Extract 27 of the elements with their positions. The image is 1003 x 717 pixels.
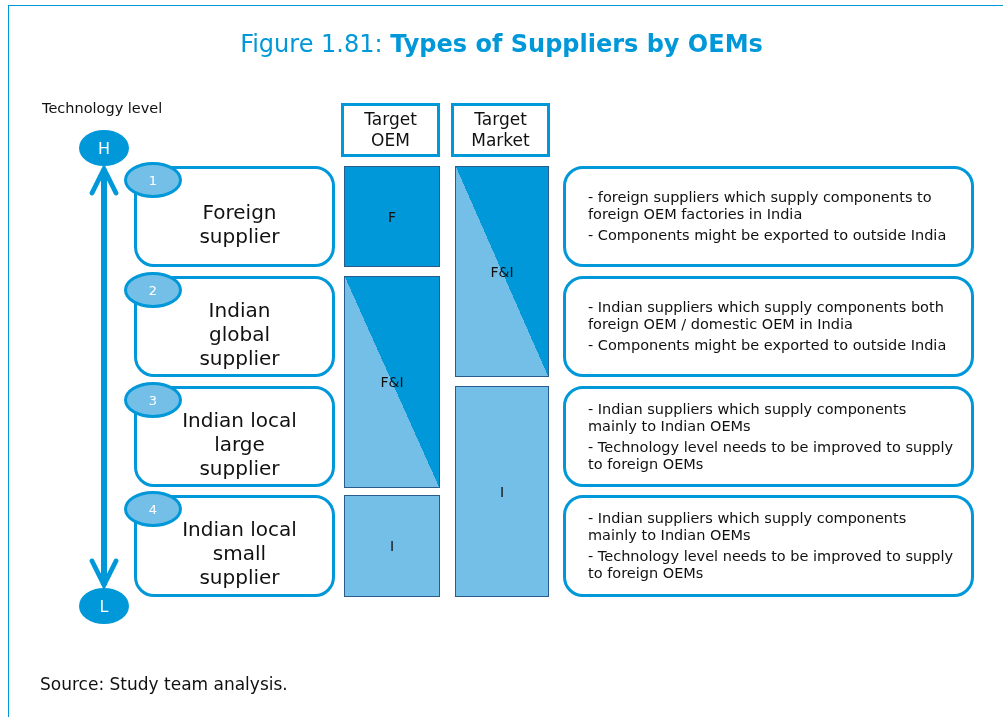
- level-oval: L: [79, 588, 129, 624]
- number-badge: 2: [124, 272, 182, 308]
- number-badge: 1: [124, 162, 182, 198]
- bullet-text: - foreign suppliers which supply components to foreign OEM factories in India: [588, 189, 933, 223]
- number-badge: 4: [124, 491, 182, 527]
- bullet-text: - Components might be exported to outside India: [588, 337, 948, 354]
- column-header: Target OEM: [341, 103, 440, 157]
- column-header: Target Market: [451, 103, 550, 157]
- description-box: [563, 276, 974, 377]
- double-arrow: [89, 166, 119, 588]
- level-oval: H: [79, 130, 129, 166]
- category-cell: I: [455, 386, 549, 597]
- bullet-text: - Technology level needs to be improved to supply to foreign OEMs: [588, 548, 955, 582]
- bullet-text: - Technology level needs to be improved to supply to foreign OEMs: [588, 438, 955, 473]
- bullet-text: - Indian suppliers which supply components both foreign OEM / domestic OEM in India: [588, 299, 945, 333]
- number-badge: 3: [124, 382, 182, 418]
- bullet-text: - Indian suppliers which supply components mainly to Indian OEMs: [588, 400, 908, 435]
- bullet-text: - Components might be exported to outside India: [588, 227, 948, 244]
- axis-label: Technology level: [42, 100, 163, 116]
- description-box: [563, 386, 974, 487]
- category-cell: I: [344, 495, 440, 597]
- category-cell: F: [344, 166, 440, 267]
- description-box: [563, 495, 974, 597]
- figure-title: Figure 1.81: Types of Suppliers by OEMs: [239, 30, 764, 58]
- description-box: [563, 166, 974, 267]
- bullet-text: - Indian suppliers which supply components mainly to Indian OEMs: [588, 510, 908, 544]
- source-note: Source: Study team analysis.: [40, 674, 288, 694]
